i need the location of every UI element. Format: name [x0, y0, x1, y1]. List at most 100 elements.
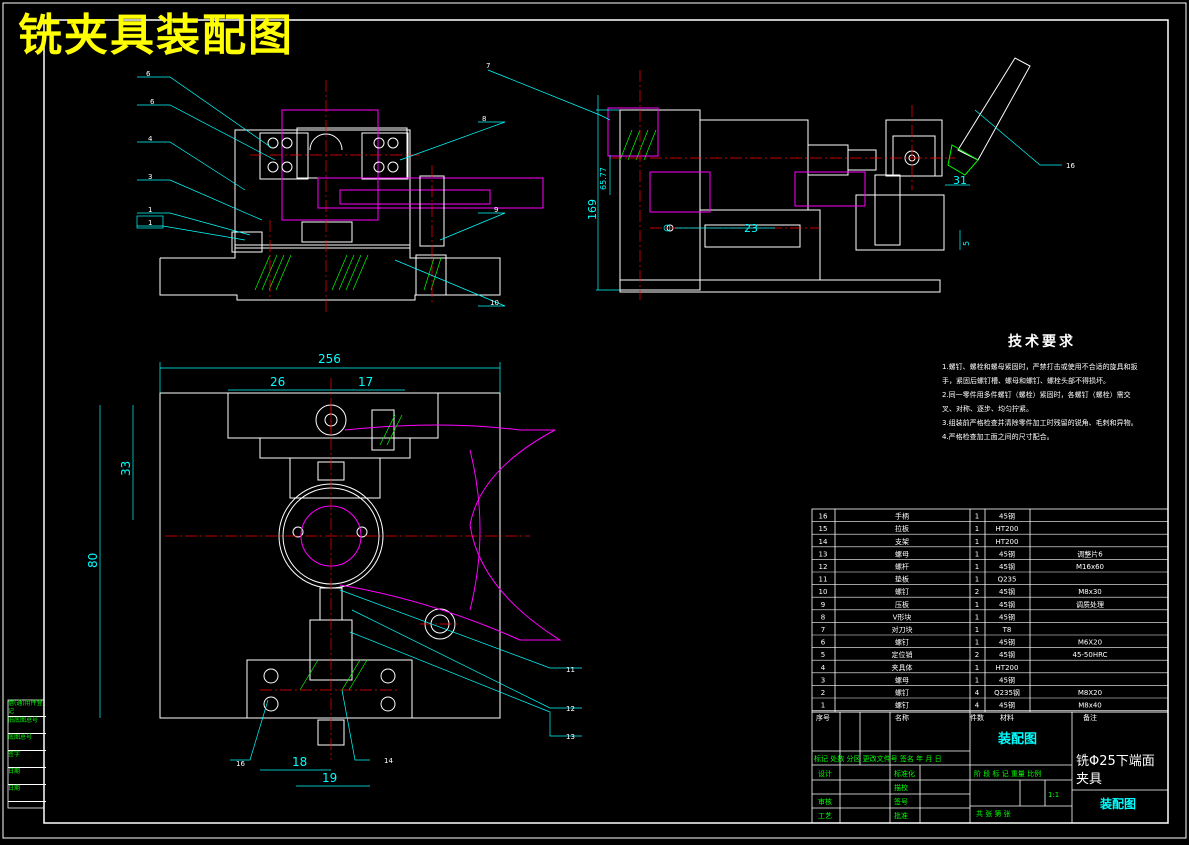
bom-cell: 3: [821, 676, 825, 684]
bom-cell: M8X20: [1078, 689, 1102, 697]
bom-cell: V形块: [893, 612, 912, 621]
revision-row: 标记 处数 分区 更改文件号 签名 年 月 日: [814, 754, 942, 763]
side-view: [619, 57, 1031, 293]
side-label: 旧底图总号: [8, 717, 46, 734]
bom-cell: 45钢: [999, 562, 1015, 571]
bom-cell: 1: [975, 639, 979, 647]
bom-cell: 螺母: [895, 549, 909, 558]
bom-cell: M6X20: [1078, 639, 1102, 647]
bom-cell: M8x30: [1078, 588, 1102, 596]
leader-label: 6: [150, 98, 155, 106]
inner-border: [43, 19, 1169, 824]
drawn-label: 描校: [894, 783, 908, 792]
bom-cell: 1: [975, 576, 979, 584]
process-label: 工艺: [818, 812, 832, 820]
bom-cell: 4: [821, 664, 826, 672]
bom-cell: 螺杆: [895, 562, 909, 571]
leader-label: 13: [566, 733, 575, 741]
review-label: 审核: [818, 797, 832, 806]
bom-cell: 垫板: [895, 575, 909, 584]
bom-cell: 对刀块: [892, 625, 913, 634]
bom-cell: 支架: [895, 537, 909, 546]
front-view-centerlines: [250, 80, 433, 315]
bom-cell: M16x60: [1076, 563, 1104, 571]
dim-label: 19: [322, 771, 337, 785]
bom-cell: 螺钉: [895, 587, 909, 596]
bom-cell: 1: [975, 538, 979, 546]
bom-cell: 45-50HRC: [1072, 651, 1107, 659]
bom-cell: 螺钉: [895, 701, 909, 710]
bom-cell: 1: [975, 601, 979, 609]
front-view-hatch: [254, 254, 442, 291]
bom-cell: 1: [975, 613, 979, 621]
leader-label: 16: [1066, 162, 1075, 170]
bom-cell: Q235: [998, 576, 1017, 584]
bom-cell: 45钢: [999, 587, 1015, 596]
bom-cell: 1: [975, 563, 979, 571]
bom-cell: 45钢: [999, 650, 1015, 659]
bom-cell: 定位销: [892, 650, 913, 659]
leader-label: 12: [566, 705, 575, 713]
tech-requirements-list: 1.螺钉、螺栓和螺母紧固时，严禁打击或使用不合适的旋具和扳手，紧固后螺钉槽、螺母…: [942, 360, 1142, 444]
bom-cell: 13: [819, 550, 828, 558]
leader-label: 11: [566, 666, 575, 674]
bom-cell: 1: [975, 525, 979, 533]
bom-cell: 调质处理: [1076, 600, 1104, 609]
bom-cell: 5: [821, 651, 825, 659]
bom-header-cell: 名称: [895, 713, 909, 722]
leader-label: 14: [384, 757, 393, 765]
side-view-magenta: [607, 107, 866, 213]
dim-label: 33: [119, 461, 133, 476]
side-view-hatch: [619, 129, 657, 161]
bom-cell: HT200: [996, 538, 1019, 546]
side-view-centerlines: [610, 70, 955, 300]
leader-label: 8: [482, 115, 486, 123]
side-view-dim-labels: 169 65.77 23 31 5: [586, 167, 971, 246]
bom-cell: Q235钢: [994, 688, 1020, 697]
drawing-name-bottom: 装配图: [1099, 796, 1136, 811]
dim-label: 18: [292, 755, 307, 769]
bom-cell: 2: [975, 651, 979, 659]
dim-label: 31: [953, 174, 967, 187]
tech-requirements-title: 技术要求: [1008, 334, 1076, 350]
bom-header-cell: 备注: [1083, 713, 1097, 722]
leader-label: 1: [148, 219, 152, 227]
bom-cell: 45钢: [999, 512, 1015, 521]
leader-label: 7: [486, 62, 490, 70]
drawing-name: 装配图: [997, 731, 1037, 747]
side-label: 签字: [8, 751, 46, 768]
front-view-leaders: [136, 76, 506, 307]
side-label: 日期: [8, 768, 46, 785]
bom-cell: 1: [821, 702, 825, 710]
leader-label: 4: [148, 135, 153, 143]
sign-label: 签号: [894, 797, 908, 806]
top-view-centerlines: [165, 378, 530, 760]
bom-cell: 手柄: [895, 512, 909, 521]
dim-label: 26: [270, 375, 285, 389]
bom-cell: 6: [821, 639, 826, 647]
side-view-dims: [487, 69, 1062, 291]
bom-cell: 2: [975, 588, 979, 596]
bom-header-cell: 序号: [816, 713, 830, 722]
bom-cell: 8: [821, 613, 825, 621]
stage-row: 阶 段 标 记 重量 比例: [974, 769, 1041, 778]
approve-label: 批准: [894, 811, 908, 820]
leader-label: 3: [148, 173, 152, 181]
bom-cell: 15: [819, 525, 828, 533]
bom-cell: 夹具体: [892, 663, 913, 672]
bom-cell: 压板: [895, 600, 909, 609]
top-view-dims: [99, 362, 582, 787]
bom-cell: 14: [819, 538, 828, 546]
leader-label: 6: [146, 70, 151, 78]
bom-cell: 45钢: [999, 675, 1015, 684]
side-labels: 借(通)用件登记 旧底图总号 底图总号 签字 日期 日期: [8, 700, 46, 802]
bom-cell: 9: [821, 601, 825, 609]
bom-cell: 螺钉: [895, 688, 909, 697]
bom-cell: 1: [975, 664, 979, 672]
scale-value: 1:1: [1048, 791, 1059, 799]
side-view-leader-labels: 7 16: [486, 62, 1075, 170]
bom-cell: 1: [975, 626, 979, 634]
front-view: [159, 109, 544, 301]
